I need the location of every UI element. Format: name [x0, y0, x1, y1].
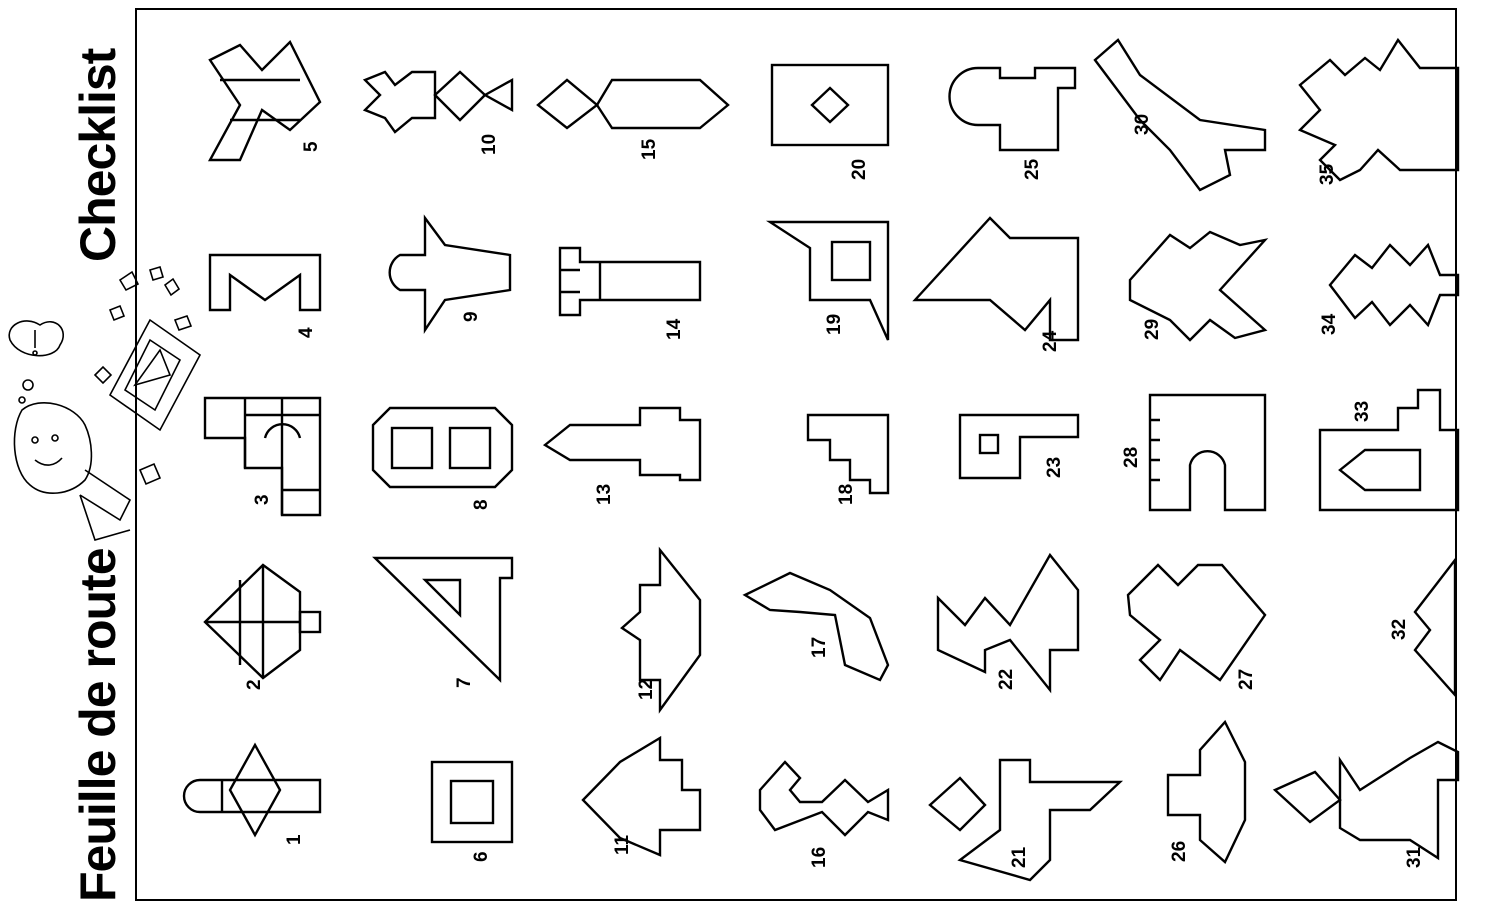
puzzle-label-8: 8	[471, 499, 492, 510]
puzzle-label-2: 2	[244, 679, 265, 690]
puzzle-label-22: 22	[996, 669, 1017, 690]
puzzle-label-28: 28	[1121, 447, 1142, 468]
puzzle-shape-9[interactable]	[390, 218, 510, 330]
puzzle-shape-15[interactable]	[538, 80, 728, 128]
puzzle-label-32: 32	[1389, 619, 1410, 640]
puzzle-label-24: 24	[1040, 330, 1061, 352]
puzzle-label-25: 25	[1022, 158, 1043, 180]
puzzle-shape-34[interactable]	[1330, 245, 1458, 325]
puzzle-shape-25[interactable]	[950, 68, 1075, 150]
puzzle-shape-30[interactable]	[1095, 40, 1265, 190]
puzzle-shape-2[interactable]	[205, 565, 320, 678]
puzzle-label-10: 10	[479, 134, 500, 155]
puzzle-shape-6[interactable]	[432, 762, 512, 842]
puzzle-shape-4[interactable]	[210, 255, 320, 310]
puzzle-label-15: 15	[639, 138, 660, 160]
puzzle-shape-24[interactable]	[915, 218, 1078, 340]
puzzle-shape-11[interactable]	[583, 738, 700, 855]
mascot-illustration	[9, 267, 200, 540]
puzzle-label-5: 5	[301, 141, 322, 152]
puzzle-label-27: 27	[1236, 669, 1257, 690]
puzzle-shape-10[interactable]	[365, 72, 512, 132]
puzzle-label-11: 11	[612, 834, 633, 855]
puzzle-label-21: 21	[1009, 846, 1030, 868]
puzzle-label-18: 18	[836, 484, 857, 505]
puzzle-label-16: 16	[809, 847, 830, 868]
puzzle-label-4: 4	[296, 327, 317, 338]
puzzle-label-31: 31	[1404, 846, 1425, 868]
puzzle-label-17: 17	[809, 637, 830, 658]
puzzle-label-7: 7	[454, 677, 475, 688]
puzzle-shape-13[interactable]	[545, 408, 700, 480]
puzzle-shape-17[interactable]	[745, 573, 888, 680]
puzzle-label-9: 9	[461, 311, 482, 322]
puzzle-shape-35[interactable]	[1300, 40, 1458, 180]
puzzle-shape-8[interactable]	[373, 408, 512, 487]
puzzle-label-20: 20	[849, 159, 870, 180]
puzzle-label-35: 35	[1317, 163, 1338, 185]
puzzle-label-3: 3	[252, 494, 273, 505]
puzzle-shape-12[interactable]	[622, 550, 700, 710]
puzzle-label-30: 30	[1132, 114, 1153, 135]
puzzle-label-19: 19	[824, 314, 845, 335]
puzzle-shape-18[interactable]	[808, 415, 888, 493]
puzzle-number-labels: 1 2 3 4 5 6 7 8 9 10 11 12 13 14 15 16 1…	[244, 114, 1425, 868]
puzzle-label-14: 14	[664, 318, 685, 340]
puzzle-label-29: 29	[1142, 319, 1163, 340]
puzzle-shape-1[interactable]	[184, 745, 320, 835]
puzzle-label-23: 23	[1044, 457, 1065, 478]
puzzle-label-6: 6	[471, 851, 492, 862]
puzzle-shape-20[interactable]	[772, 65, 888, 145]
puzzle-shape-32[interactable]	[1415, 560, 1455, 695]
puzzle-label-34: 34	[1319, 313, 1340, 335]
puzzle-label-13: 13	[594, 484, 615, 505]
puzzle-label-33: 33	[1352, 401, 1373, 422]
puzzle-shape-33[interactable]	[1320, 390, 1458, 510]
puzzle-shape-7[interactable]	[375, 558, 512, 680]
puzzle-shape-27[interactable]	[1128, 565, 1265, 680]
puzzle-label-26: 26	[1169, 841, 1190, 862]
puzzle-shape-31[interactable]	[1275, 742, 1458, 858]
puzzle-shape-28[interactable]	[1150, 395, 1265, 510]
puzzle-label-1: 1	[284, 834, 305, 845]
puzzle-label-12: 12	[636, 679, 657, 700]
puzzle-shape-14[interactable]	[560, 248, 700, 315]
puzzle-shape-16[interactable]	[760, 762, 888, 835]
